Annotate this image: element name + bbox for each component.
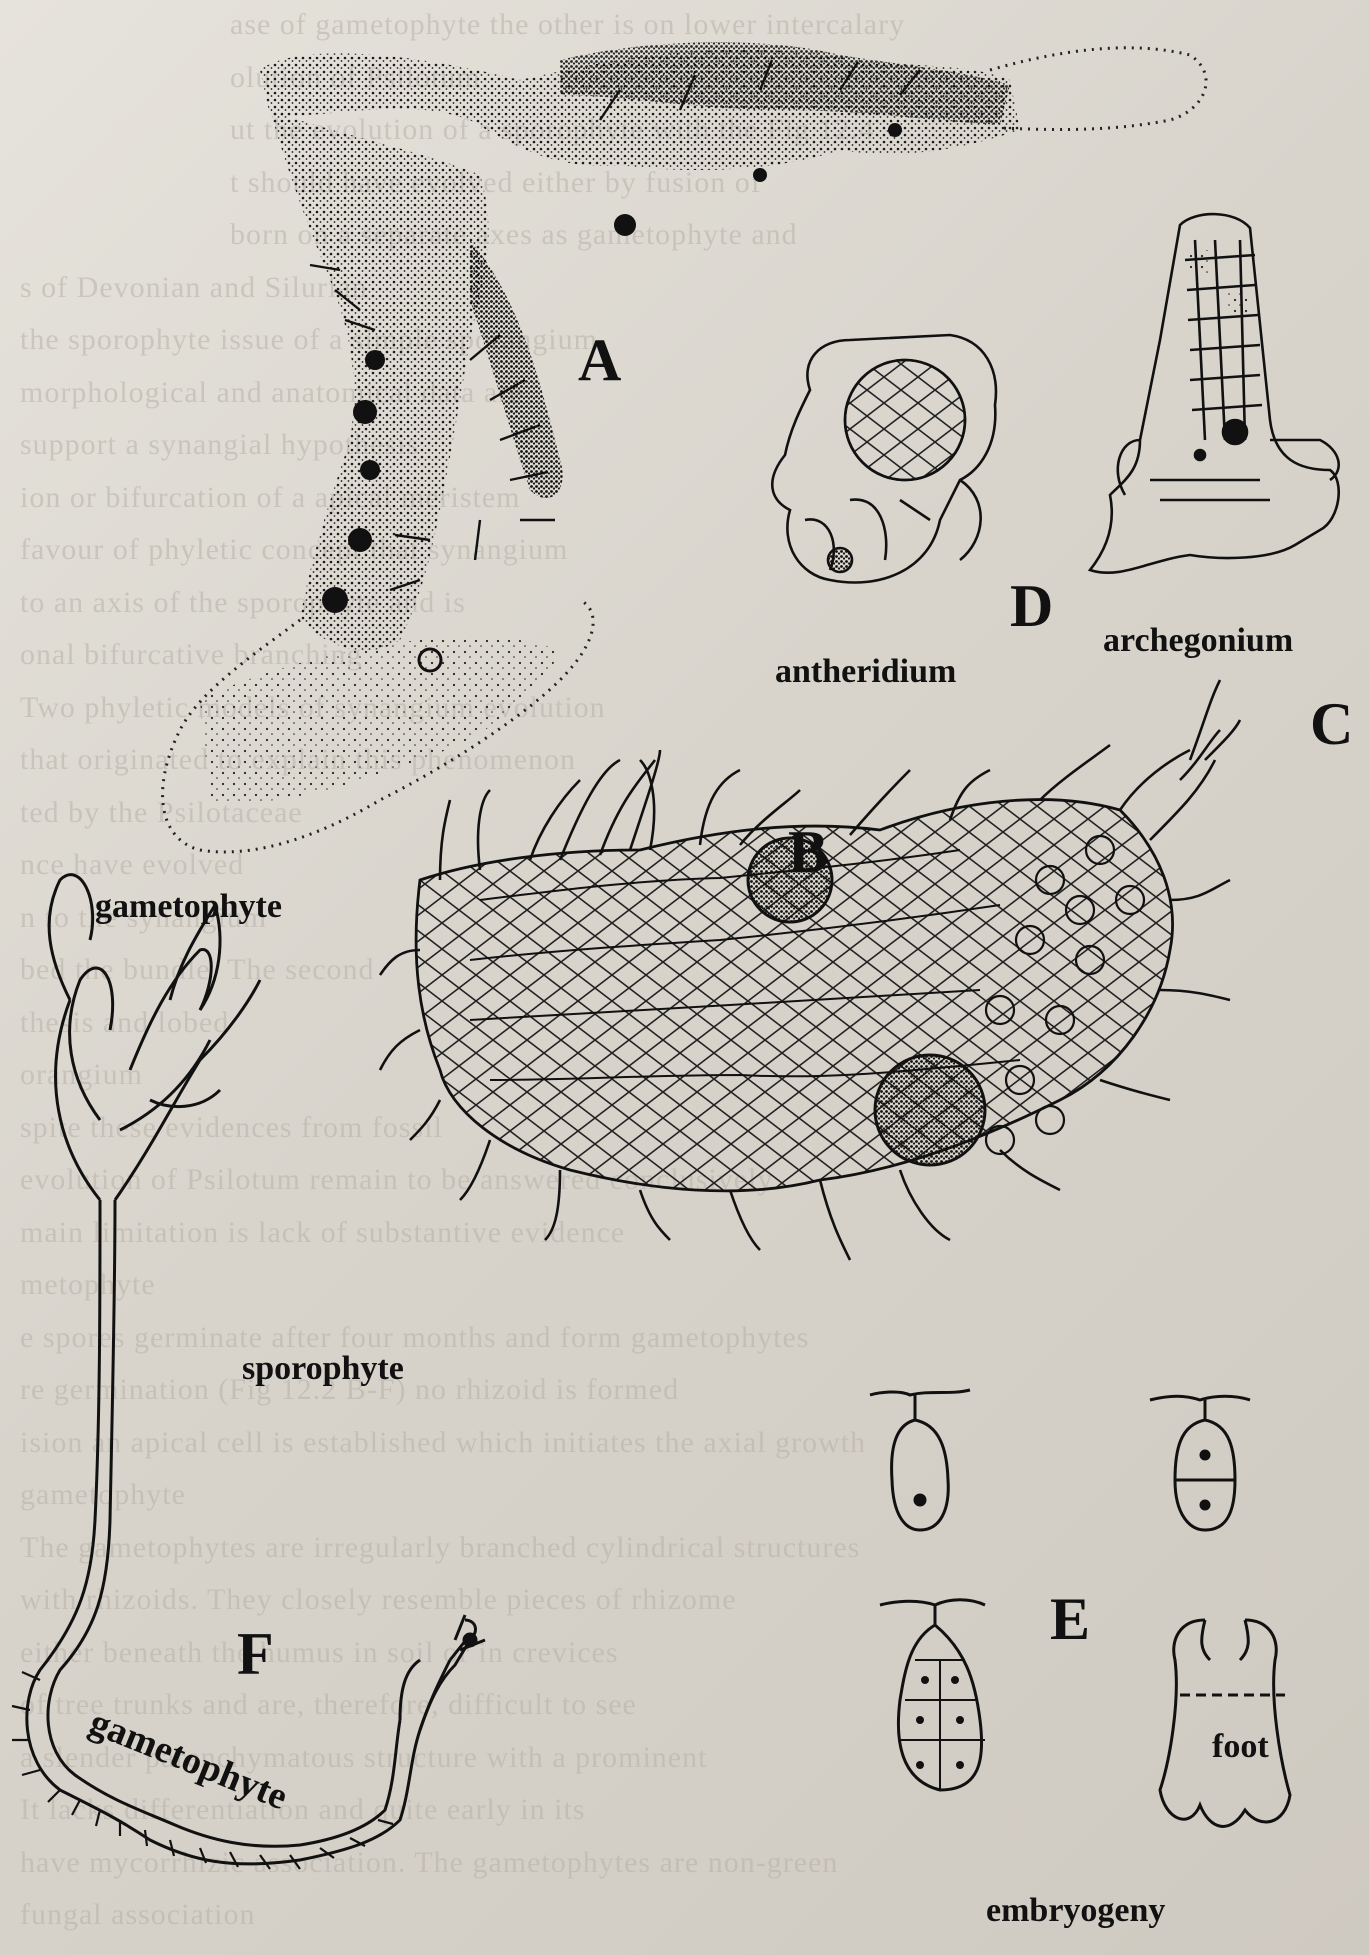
figure-f-letter: F	[237, 1620, 274, 1689]
figure-a-letter: A	[578, 326, 621, 395]
figure-e-letter: E	[1050, 1585, 1090, 1654]
foot-caption: foot	[1212, 1728, 1269, 1766]
figure-b-letter: B	[788, 818, 828, 887]
embryogeny-caption: embryogeny	[986, 1892, 1165, 1930]
figure-b-section-drawing	[380, 680, 1240, 1260]
figure-c-archegonium-drawing	[1090, 214, 1339, 573]
figure-d-letter: D	[1010, 572, 1053, 641]
figure-c-letter: C	[1310, 690, 1353, 759]
archegonium-caption: archegonium	[1103, 622, 1293, 660]
gametophyte-caption-a: gametophyte	[95, 888, 282, 926]
antheridium-caption: antheridium	[775, 653, 956, 691]
sporophyte-caption: sporophyte	[242, 1350, 404, 1388]
figure-a-gametophyte-drawing	[163, 42, 1207, 852]
figure-d-antheridium-drawing	[772, 335, 996, 583]
